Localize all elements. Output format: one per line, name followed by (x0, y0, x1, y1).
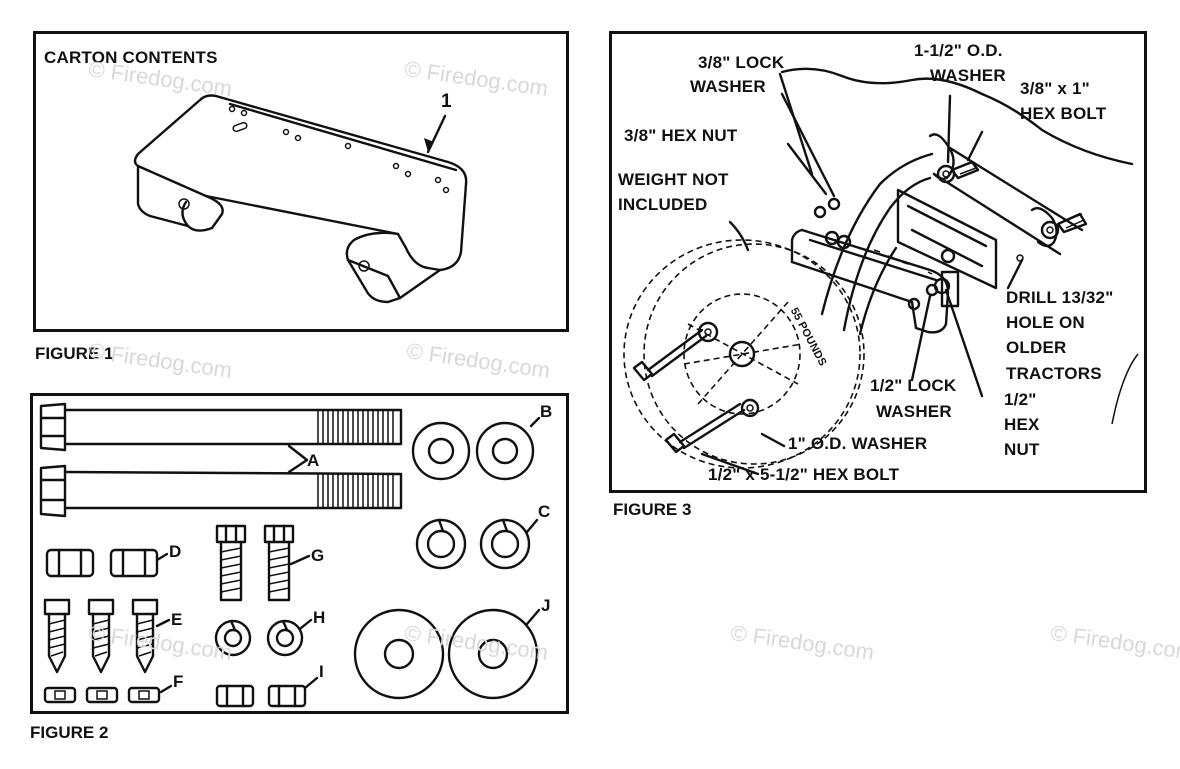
label-12-hex-nut-2: HEX (1004, 415, 1040, 434)
part-e-label: E (171, 610, 183, 629)
label-12-lock-washer-1: 1/2" LOCK (870, 376, 957, 395)
watermark: © Firedog.com (405, 338, 552, 383)
watermark: © Firedog.com (729, 620, 876, 665)
label-1-12-od-washer-1: 1-1/2" O.D. (914, 41, 1003, 60)
figure-3-panel: 3/8" LOCK WASHER 1-1/2" O.D. WASHER 3/8"… (609, 31, 1147, 493)
part-f-nuts (43, 684, 173, 704)
label-38-hex-nut: 3/8" HEX NUT (624, 126, 738, 145)
part-f-label: F (173, 672, 184, 691)
label-38x1-hex-bolt-1: 3/8" x 1" (1020, 79, 1090, 98)
label-12x5-12-hex-bolt: 1/2" x 5-1/2" HEX BOLT (708, 465, 900, 484)
watermark: © Firedog.com (1049, 620, 1180, 665)
bracket-drawing (133, 94, 468, 304)
part-h-lock-washers (214, 618, 313, 657)
figure-2-panel: A B C D E F G H I J (30, 393, 569, 714)
label-12-hex-nut-1: 1/2" (1004, 390, 1037, 409)
part-i-label: I (319, 662, 324, 681)
part-c-lock-washers (415, 518, 539, 570)
label-weight-2: INCLUDED (618, 195, 708, 214)
part-b-washers (411, 416, 541, 481)
figure-1-caption: FIGURE 1 (35, 344, 114, 363)
label-drill-2: HOLE ON (1006, 313, 1085, 332)
part-a-label: A (307, 451, 320, 470)
label-1-12-od-washer-2: WASHER (930, 66, 1006, 85)
label-38x1-hex-bolt-2: HEX BOLT (1020, 104, 1107, 123)
figure-2-caption: FIGURE 2 (30, 723, 109, 742)
part-a-bolts (39, 402, 403, 518)
figure-1-panel: CARTON CONTENTS 1 (33, 31, 569, 332)
label-weight-1: WEIGHT NOT (618, 170, 729, 189)
part-g-bolts (215, 524, 311, 602)
figure-1-title: CARTON CONTENTS (44, 48, 218, 67)
part-h-label: H (313, 608, 326, 627)
label-drill-1: DRILL 13/32" (1006, 288, 1114, 307)
part-j-washers (353, 608, 541, 700)
hardware-drawing (39, 402, 541, 708)
part-g-label: G (311, 546, 325, 565)
part-1-callout: 1 (441, 91, 452, 112)
part-e-bolts (43, 598, 171, 674)
label-38-lock-washer-1: 3/8" LOCK (698, 53, 785, 72)
label-1-od-washer: 1" O.D. WASHER (788, 434, 928, 453)
part-b-label: B (540, 402, 553, 421)
figure-3-caption: FIGURE 3 (613, 500, 692, 519)
part-d-nuts (45, 548, 169, 578)
part-d-label: D (169, 542, 182, 561)
label-drill-4: TRACTORS (1006, 364, 1102, 383)
label-drill-3: OLDER (1006, 338, 1067, 357)
part-j-label: J (541, 596, 551, 615)
part-i-nuts (215, 676, 319, 708)
part-c-label: C (538, 502, 551, 521)
installation-drawing (623, 67, 1139, 476)
label-38-lock-washer-2: WASHER (690, 77, 766, 96)
label-12-lock-washer-2: WASHER (876, 402, 952, 421)
label-12-hex-nut-3: NUT (1004, 440, 1040, 459)
